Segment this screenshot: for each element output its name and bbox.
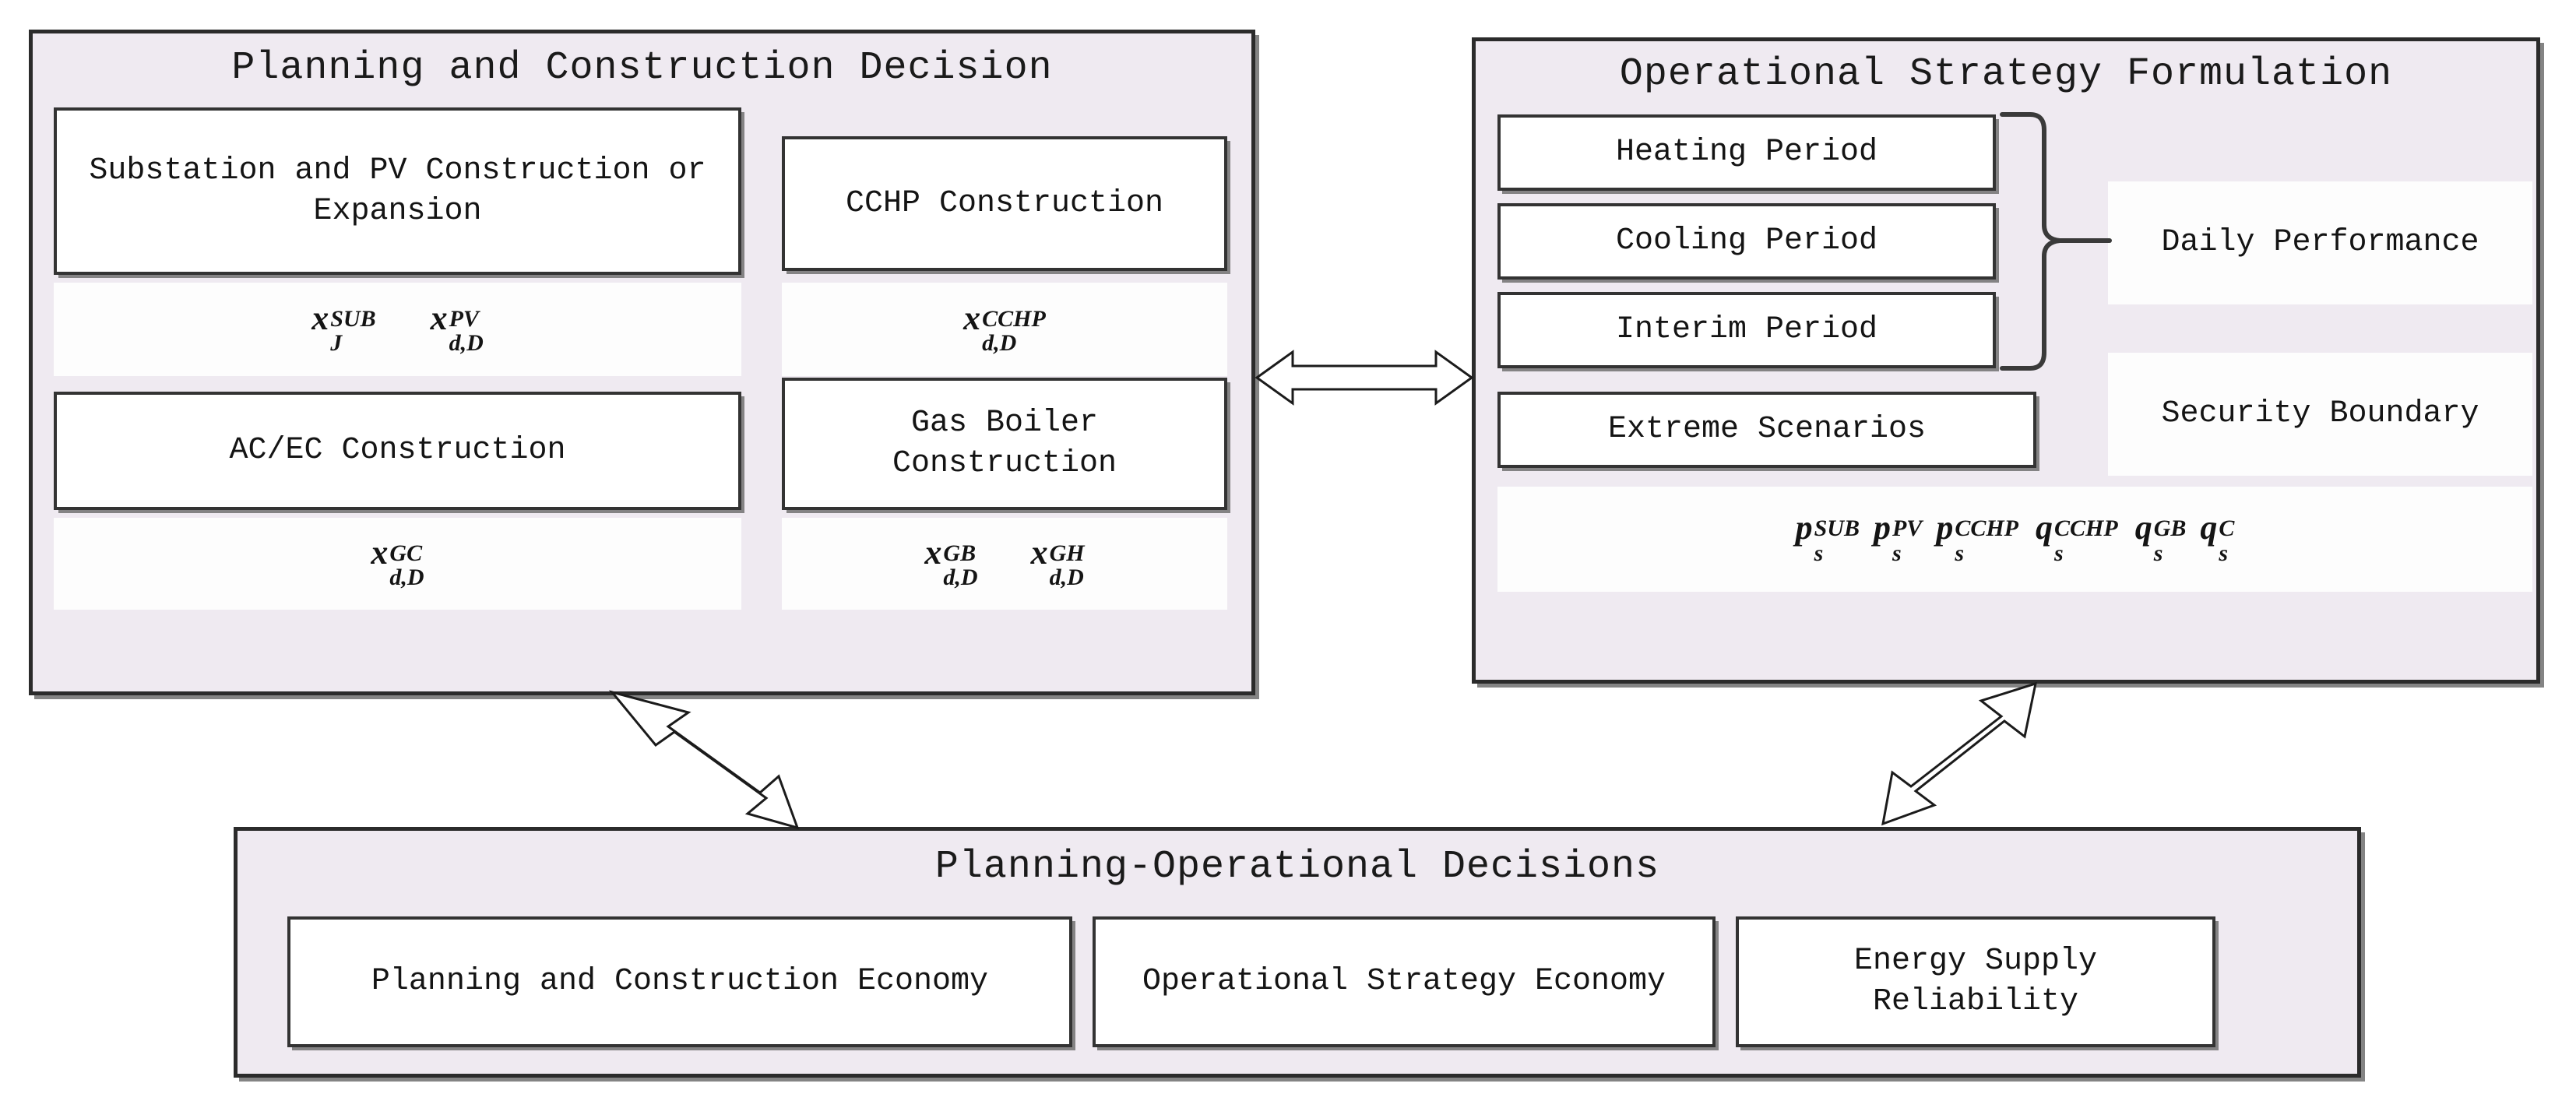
planning-and-construction-panel: Planning and Construction Decision Subst… [29, 30, 1255, 695]
var-x-pv: x PV d,D [430, 298, 484, 356]
var-x-gb: x GB d,D [924, 533, 978, 590]
box-heating-period-label: Heating Period [1615, 135, 1878, 170]
arrow-decisions-to-operational [1881, 681, 2037, 826]
formula-gb-gh: x GB d,D x GH d,D [782, 518, 1227, 610]
planning-panel-title: Planning and Construction Decision [231, 46, 1053, 90]
box-gas-boiler-construction-label: Gas Boiler Construction [892, 406, 1117, 481]
formula-operational-variables: p SUB s p PV s p CCHP s [1497, 487, 2532, 592]
planning-operational-decisions-panel: Planning-Operational Decisions Planning … [234, 827, 2361, 1078]
box-ac-ec-construction-label: AC/EC Construction [229, 433, 566, 468]
var-q-c: q C s [2200, 508, 2235, 566]
box-substation-and-pv-construction[interactable]: Substation and PV Construction or Expans… [54, 107, 741, 275]
box-planning-construction-economy[interactable]: Planning and Construction Economy [287, 916, 1072, 1047]
box-cchp-construction-label: CCHP Construction [845, 185, 1164, 221]
var-x-gh: x GH d,D [1030, 533, 1085, 590]
box-operational-strategy-economy[interactable]: Operational Strategy Economy [1093, 916, 1716, 1047]
box-cooling-period[interactable]: Cooling Period [1497, 203, 1996, 280]
arrow-planning-to-decisions [608, 690, 800, 830]
var-x-cchp: x CCHP d,D [963, 298, 1046, 356]
var-p-sub: p SUB s [1795, 508, 1860, 566]
box-interim-period-label: Interim Period [1615, 312, 1878, 347]
box-planning-construction-economy-label: Planning and Construction Economy [371, 964, 989, 999]
box-extreme-scenarios[interactable]: Extreme Scenarios [1497, 392, 2036, 468]
box-interim-period[interactable]: Interim Period [1497, 292, 1996, 368]
var-p-cchp: p CCHP s [1936, 508, 2018, 566]
var-q-gb: q GB s [2134, 508, 2187, 566]
var-q-cchp: q CCHP s [2036, 508, 2118, 566]
operational-panel-title: Operational Strategy Formulation [1619, 52, 2393, 97]
box-operational-strategy-economy-label: Operational Strategy Economy [1142, 964, 1666, 999]
box-security-boundary-label: Security Boundary [2161, 396, 2479, 431]
box-daily-performance-label: Daily Performance [2161, 225, 2479, 260]
formula-gc: x GC d,D [54, 518, 741, 610]
box-ac-ec-construction[interactable]: AC/EC Construction [54, 392, 741, 510]
formula-substation-pv: x SUB J x PV d,D [54, 283, 741, 376]
box-heating-period[interactable]: Heating Period [1497, 114, 1996, 191]
box-daily-performance[interactable]: Daily Performance [2108, 181, 2532, 304]
box-energy-supply-reliability[interactable]: Energy Supply Reliability [1736, 916, 2215, 1047]
formula-cchp: x CCHP d,D [782, 283, 1227, 376]
box-security-boundary[interactable]: Security Boundary [2108, 353, 2532, 476]
operational-strategy-panel: Operational Strategy Formulation Heating… [1472, 37, 2540, 684]
box-gas-boiler-construction[interactable]: Gas Boiler Construction [782, 378, 1227, 510]
decisions-panel-title: Planning-Operational Decisions [934, 845, 1660, 889]
period-brace-connector [2000, 112, 2112, 371]
arrow-planning-to-operational [1255, 350, 1474, 406]
var-x-sub: x SUB J [311, 298, 376, 356]
box-extreme-scenarios-label: Extreme Scenarios [1607, 412, 1927, 447]
box-cooling-period-label: Cooling Period [1615, 223, 1878, 259]
box-energy-supply-reliability-label: Energy Supply Reliability [1853, 944, 2098, 1019]
box-cchp-construction[interactable]: CCHP Construction [782, 136, 1227, 271]
box-substation-and-pv-construction-label: Substation and PV Construction or Expans… [89, 153, 706, 229]
var-x-gc: x GC d,D [371, 533, 424, 590]
var-p-pv: p PV s [1873, 508, 1923, 566]
